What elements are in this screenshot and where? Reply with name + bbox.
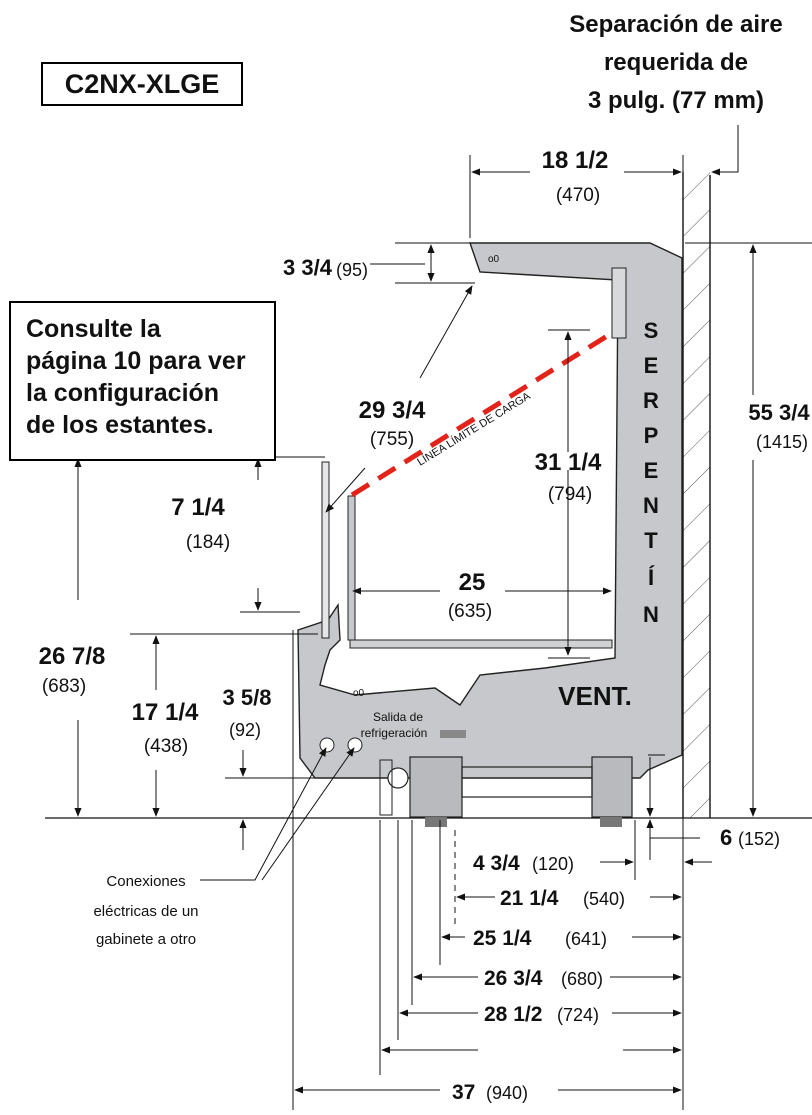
dim-d3-mm: (641) (565, 929, 607, 949)
coil-letter: E (644, 353, 659, 378)
shelf-note-line-1: Consulte la (26, 315, 161, 343)
coil-letter: Í (648, 565, 655, 590)
outlet-vent (440, 730, 466, 738)
air-gap-note-line-3: 3 pulg. (77 mm) (587, 87, 765, 114)
dim-front-glass: 7 1/4 (171, 494, 225, 521)
svg-text:o0: o0 (488, 254, 500, 265)
electrical-label-1: Conexiones (106, 873, 185, 890)
dim-d2: 21 1/4 (500, 887, 559, 910)
leg-front (409, 756, 463, 818)
outlet-label-1: Salida de (373, 710, 423, 724)
dim-diagonal-mm: (755) (370, 429, 414, 450)
coil-letter: N (643, 602, 659, 627)
dim-front-height: 26 7/8 (39, 643, 106, 670)
electrical-port-1 (319, 737, 335, 753)
front-glass (321, 461, 330, 639)
shelf-note-line-2: página 10 para ver (26, 347, 246, 375)
front-panel (347, 495, 356, 641)
dim-deck-height-mm: (438) (144, 736, 188, 757)
coil-letter: E (644, 458, 659, 483)
shelf-config-note: Consulte la página 10 para ver la config… (9, 301, 276, 461)
dim-height: 55 3/4 (748, 400, 810, 425)
electrical-label-2: eléctricas de un (93, 903, 198, 920)
load-limit-line (350, 330, 614, 498)
svg-text:o0: o0 (353, 688, 365, 699)
model-label: C2NX-XLGE (41, 62, 243, 106)
coil-label: S E R P E N T Í N (643, 318, 659, 627)
dim-rear-leg-mm: (152) (738, 829, 780, 849)
wall-hatch (683, 172, 710, 818)
deck-shelf (349, 639, 613, 649)
coil-letter: N (643, 493, 659, 518)
cabinet-shell (297, 242, 683, 779)
dim-top-depth: 18 1/2 (542, 147, 609, 174)
vent-label: VENT. (558, 681, 632, 711)
outlet-label-2: refrigeración (361, 726, 428, 740)
dim-base-height-mm: (92) (229, 720, 261, 740)
dim-d2-mm: (540) (583, 889, 625, 909)
dim-d5-mm: (724) (557, 1005, 599, 1025)
dim-d4: 26 3/4 (484, 967, 543, 990)
dim-base-height: 3 5/8 (223, 685, 272, 710)
coil-grille (611, 267, 627, 339)
air-gap-note: Separación de aire requerida de 3 pulg. … (540, 6, 812, 120)
coil-letter: S (644, 318, 659, 343)
dim-front-glass-mm: (184) (186, 532, 230, 553)
wall (682, 172, 711, 818)
load-limit-label: LÍNEA LÍMITE DE CARGA (415, 389, 533, 468)
dim-load-height-mm: (794) (548, 484, 592, 505)
dim-d6: 37 (452, 1081, 475, 1104)
dim-deck-height: 17 1/4 (132, 699, 199, 726)
dim-deck-depth-mm: (635) (448, 601, 492, 622)
electrical-port-2 (347, 737, 363, 753)
dim-d5: 28 1/2 (484, 1003, 542, 1026)
dim-d1-mm: (120) (532, 854, 574, 874)
dim-d3: 25 1/4 (473, 927, 532, 950)
coil-letter: T (644, 528, 658, 553)
base-rail (461, 766, 593, 798)
air-gap-note-line-1: Separación de aire (569, 11, 783, 38)
shelf-note-line-4: de los estantes. (26, 411, 214, 439)
dim-top-depth-mm: (470) (556, 185, 600, 206)
shelf-note-line-3: la configuración (26, 379, 220, 407)
dim-diagonal: 29 3/4 (359, 397, 426, 424)
electrical-label: Conexiones eléctricas de un gabinete a o… (93, 873, 198, 948)
cabinet-body: o0 o0 (297, 242, 683, 827)
coil-letter: R (643, 388, 659, 413)
leg-rear (591, 756, 633, 818)
dim-d4-mm: (680) (561, 969, 603, 989)
electrical-label-3: gabinete a otro (96, 931, 196, 948)
dim-rear-leg: 6 (720, 825, 732, 850)
dimension-lines (45, 125, 812, 1110)
dim-canopy-mm: (95) (336, 260, 368, 280)
dim-height-mm: (1415) (756, 432, 808, 452)
dim-d1: 4 3/4 (473, 852, 520, 875)
dim-load-height: 31 1/4 (535, 449, 602, 476)
dim-front-height-mm: (683) (42, 676, 86, 697)
dim-canopy: 3 3/4 (283, 255, 333, 280)
dimension-labels: 18 1/2 (470) 3 3/4 (95) 29 3/4 (755) 31 … (39, 147, 811, 1104)
drain-fitting (387, 767, 409, 789)
dim-deck-depth: 25 (459, 569, 486, 596)
air-gap-note-line-2: requerida de (603, 49, 749, 76)
coil-letter: P (644, 423, 659, 448)
dim-d6-mm: (940) (486, 1083, 528, 1103)
